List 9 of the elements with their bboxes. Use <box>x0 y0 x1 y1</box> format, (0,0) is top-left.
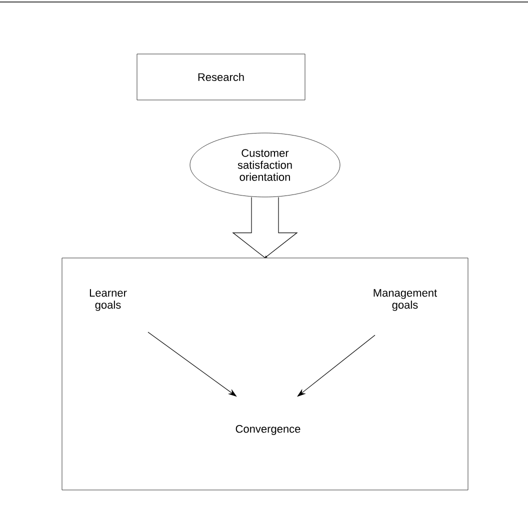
block-arrow <box>232 196 298 258</box>
frame-box <box>62 258 468 490</box>
label-text: Management goals <box>374 289 437 311</box>
arrow <box>148 332 237 397</box>
oval: Customer satisfaction orientation <box>190 132 340 198</box>
process-box: Research <box>136 54 306 100</box>
label-text: Learner goals <box>90 289 127 311</box>
label-text: Convergence <box>236 425 300 435</box>
arrow <box>297 334 376 397</box>
